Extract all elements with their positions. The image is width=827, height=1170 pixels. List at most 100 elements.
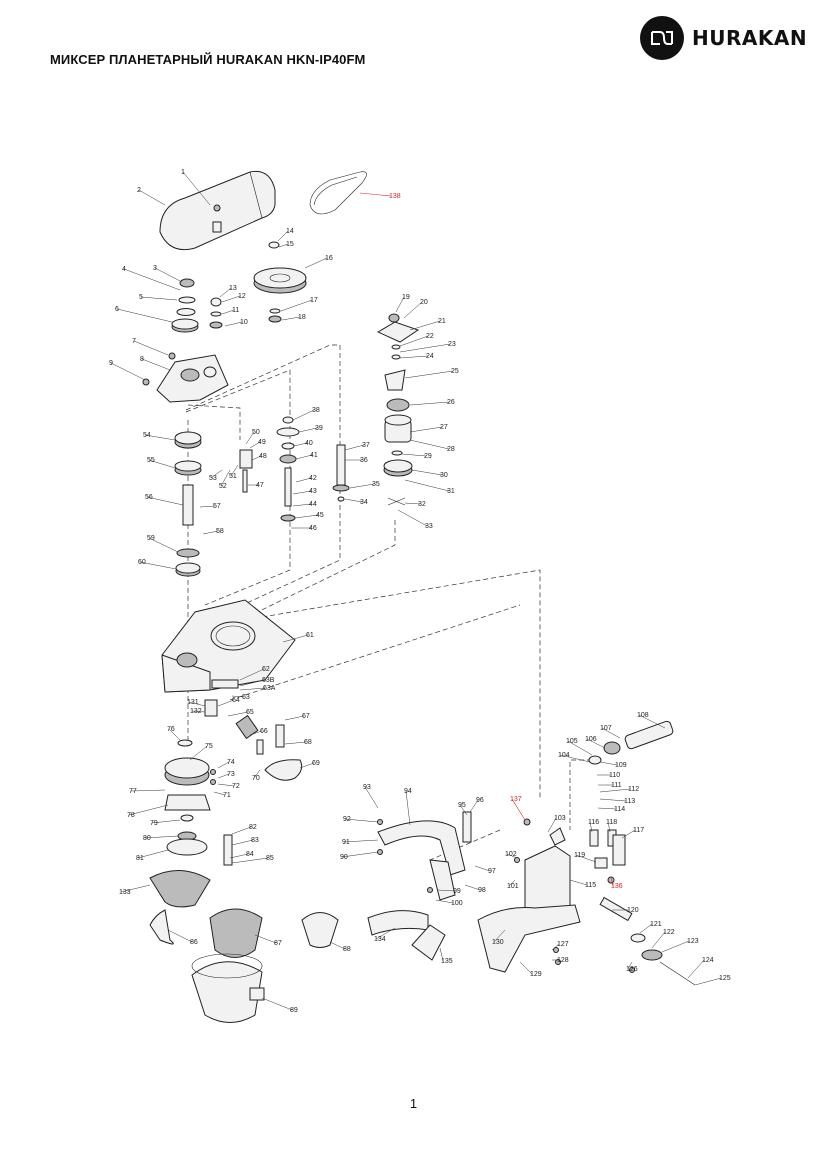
leader-line-103	[547, 817, 557, 833]
leader-line-82	[231, 826, 252, 835]
part-label-9: 9	[109, 360, 113, 367]
part-label-104: 104	[558, 752, 570, 759]
part-label-82: 82	[249, 824, 257, 831]
part-label-121: 121	[650, 921, 662, 928]
leader-line-7	[133, 340, 169, 356]
leader-line-64	[217, 699, 235, 707]
part-label-117: 117	[633, 827, 644, 834]
part-label-83: 83	[251, 837, 259, 844]
leader-line-115	[569, 879, 588, 886]
part-label-86: 86	[190, 939, 198, 946]
part-label-44: 44	[309, 501, 317, 508]
leader-line-39	[298, 427, 318, 433]
leader-line-25	[404, 370, 454, 379]
planetary-head	[164, 739, 233, 866]
leader-line-42	[295, 477, 312, 483]
part-label-60: 60	[138, 559, 146, 566]
leader-line-112	[599, 788, 631, 793]
part-label-22: 22	[426, 333, 434, 340]
part-label-4: 4	[122, 266, 126, 273]
leader-line-94	[405, 790, 411, 826]
leader-line-73	[217, 773, 230, 779]
leader-line-17	[280, 299, 313, 312]
part-label-63B: 63B	[262, 677, 275, 684]
part-label-36: 36	[360, 457, 368, 464]
part-label-63: 63	[242, 694, 250, 701]
leader-line-13	[219, 287, 232, 298]
leader-line-113	[599, 798, 627, 802]
part-label-50: 50	[252, 429, 260, 436]
part-label-111: 111	[611, 782, 622, 789]
part-label-66: 66	[260, 728, 268, 735]
leader-line-51	[230, 464, 239, 477]
leader-line-85	[231, 857, 269, 864]
part-label-37: 37	[362, 442, 370, 449]
part-label-105: 105	[566, 738, 578, 745]
leader-line-12	[221, 295, 241, 303]
part-label-119: 119	[574, 852, 585, 859]
leader-line-108	[638, 714, 666, 729]
part-label-124: 124	[702, 957, 714, 964]
part-label-47: 47	[256, 482, 264, 489]
part-label-73: 73	[227, 771, 235, 778]
leader-line-98	[464, 884, 481, 891]
part-label-89: 89	[290, 1007, 298, 1014]
leader-line-5	[140, 296, 178, 301]
part-label-90: 90	[340, 854, 348, 861]
part-label-115: 115	[585, 882, 596, 889]
leader-line-78	[128, 804, 169, 816]
leader-line-131	[188, 701, 206, 707]
part-label-57: 57	[213, 503, 221, 510]
part-label-34: 34	[360, 499, 368, 506]
leader-line-2	[138, 189, 166, 206]
leader-line-4	[123, 268, 181, 291]
leader-line-124	[687, 959, 705, 979]
part-label-25: 25	[451, 368, 459, 375]
part-label-40: 40	[305, 440, 313, 447]
part-label-91: 91	[342, 839, 350, 846]
part-label-63A: 63A	[263, 685, 276, 692]
part-label-132: 132	[190, 708, 202, 715]
part-label-92: 92	[343, 816, 351, 823]
leader-line-10	[224, 321, 243, 327]
leader-line-127	[551, 943, 560, 951]
lift-mechanism	[588, 720, 696, 986]
leader-line-92	[344, 818, 379, 823]
part-label-108: 108	[637, 712, 649, 719]
leader-line-54	[144, 434, 176, 441]
leader-line-74	[217, 761, 230, 769]
leader-lines	[110, 171, 722, 1011]
part-label-6: 6	[115, 306, 119, 313]
part-label-16: 16	[325, 255, 333, 262]
part-label-48: 48	[259, 453, 267, 460]
leader-line-63	[231, 695, 245, 698]
leader-line-99	[437, 889, 456, 892]
leader-line-49	[249, 441, 261, 449]
leader-line-63B	[239, 679, 265, 687]
leader-line-50	[245, 431, 255, 445]
leader-line-133	[120, 884, 151, 893]
leader-line-38	[292, 409, 315, 421]
leader-line-119	[575, 854, 597, 863]
leader-line-35	[349, 483, 375, 489]
part-label-51: 51	[229, 473, 237, 480]
leader-line-130	[493, 929, 506, 943]
logo-text: HURAKAN	[692, 26, 808, 50]
part-label-20: 20	[420, 299, 428, 306]
logo-mark-icon	[640, 16, 684, 60]
part-label-123: 123	[687, 938, 699, 945]
part-label-2: 2	[137, 187, 141, 194]
belt	[309, 171, 367, 215]
part-label-99: 99	[453, 888, 461, 895]
leader-line-83	[231, 839, 254, 846]
part-label-26: 26	[447, 399, 455, 406]
leader-line-81	[137, 849, 169, 859]
part-label-23: 23	[448, 341, 456, 348]
part-label-96: 96	[476, 797, 484, 804]
part-label-11: 11	[232, 307, 239, 314]
leader-line-24	[399, 355, 429, 359]
leader-line-90	[341, 851, 379, 858]
part-label-64: 64	[232, 697, 240, 704]
leader-line-33	[397, 509, 428, 527]
leader-line-97	[474, 865, 491, 872]
